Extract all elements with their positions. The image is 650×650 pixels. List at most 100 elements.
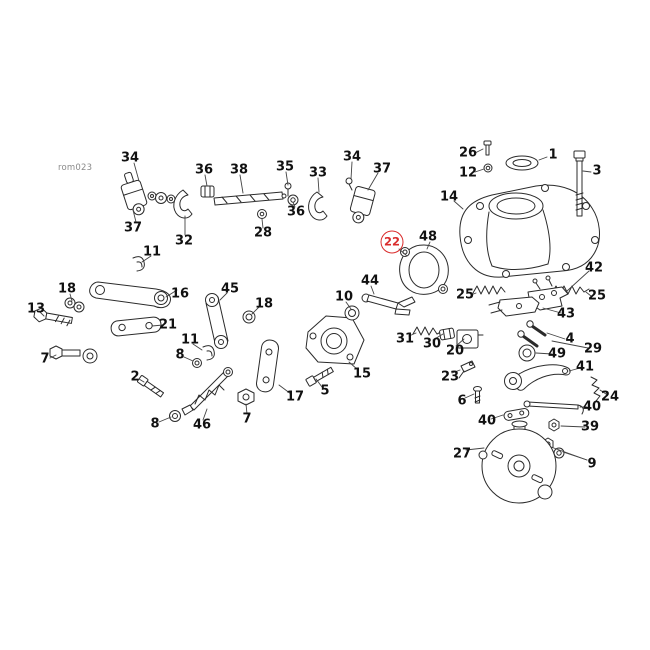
callout-12-12: 12 xyxy=(458,165,478,181)
callout-3-14: 3 xyxy=(592,163,602,179)
drawing-bearing-10 xyxy=(344,305,360,321)
callout-16-23: 16 xyxy=(170,286,190,302)
callout-15-38: 15 xyxy=(352,366,372,382)
drawing-spring-31 xyxy=(412,326,442,336)
callout-6-50: 6 xyxy=(457,393,467,409)
callout-7-31: 7 xyxy=(40,351,50,367)
callout-21-27: 21 xyxy=(158,317,178,333)
callout-27-55: 27 xyxy=(452,446,472,462)
callout-34-5: 34 xyxy=(342,149,362,165)
callout-17-36: 17 xyxy=(285,389,305,405)
callout-48-17: 48 xyxy=(418,229,438,245)
drawing-bolt-3 xyxy=(573,150,586,217)
drawing-bolt-7-left xyxy=(49,345,98,364)
callout-2-32: 2 xyxy=(130,369,140,385)
drawing-pointer-23 xyxy=(458,360,476,379)
callout-23-47: 23 xyxy=(440,369,460,385)
callout-11-29: 11 xyxy=(180,332,200,348)
drawing-washers-left xyxy=(147,191,176,204)
drawing-assembly-46 xyxy=(181,367,233,416)
callout-31-41: 31 xyxy=(395,331,415,347)
callout-24-49: 24 xyxy=(600,389,620,405)
drawing-block-20 xyxy=(456,329,484,349)
callout-20-43: 20 xyxy=(445,343,465,359)
drawing-pin-34-right xyxy=(345,177,353,191)
drawing-spring-25-left xyxy=(472,285,506,295)
callout-37-7: 37 xyxy=(123,220,143,236)
drawing-points-cam-27 xyxy=(478,420,557,504)
drawing-nut-39 xyxy=(548,418,560,432)
callout-33-4: 33 xyxy=(308,165,328,181)
drawing-lifter-right xyxy=(349,185,376,224)
drawing-link-45 xyxy=(205,293,229,349)
callout-42-18: 42 xyxy=(584,260,604,276)
drawing-nut-8-upper xyxy=(192,358,202,368)
callout-36-10: 36 xyxy=(286,204,306,220)
callout-18-25: 18 xyxy=(57,281,77,297)
callout-45-24: 45 xyxy=(220,281,240,297)
drawing-washer-12 xyxy=(483,163,493,173)
callout-10-39: 10 xyxy=(334,289,354,305)
drawing-rod-40-upper xyxy=(523,400,584,415)
drawing-guide-43 xyxy=(488,296,540,317)
drawing-bushing-36-left xyxy=(200,185,215,198)
drawing-clip-11-upper xyxy=(132,256,145,272)
callout-8-33: 8 xyxy=(150,416,160,432)
drawing-cam-cover-14 xyxy=(459,184,600,278)
drawing-clip-11-lower xyxy=(202,345,215,361)
drawing-shaft-38 xyxy=(213,191,287,206)
callout-22-16: 22 xyxy=(380,230,404,254)
drawing-screw-2 xyxy=(137,375,165,398)
callout-13-26: 13 xyxy=(26,301,46,317)
drawing-tappet-block-15 xyxy=(305,315,365,365)
callout-25-20: 25 xyxy=(587,288,607,304)
callout-40-52: 40 xyxy=(477,413,497,429)
leader-lines xyxy=(39,148,607,461)
callout-39-53: 39 xyxy=(580,419,600,435)
callout-29-45: 29 xyxy=(583,341,603,357)
callout-7-35: 7 xyxy=(242,411,252,427)
drawing-bushing-36-right xyxy=(287,194,299,206)
callout-8-30: 8 xyxy=(175,347,185,363)
callout-25-19: 25 xyxy=(455,287,475,303)
callout-38-2: 38 xyxy=(229,162,249,178)
drawing-plate-17 xyxy=(256,339,280,393)
drawing-washer-8-lower xyxy=(169,410,181,422)
drawing-shaft-44 xyxy=(361,293,416,316)
drawing-washers-18-left xyxy=(64,297,85,313)
drawing-breather-1 xyxy=(505,155,539,171)
drawing-bolt-5 xyxy=(305,366,334,387)
drawing-gasket-48 xyxy=(399,244,449,295)
callout-30-42: 30 xyxy=(422,336,442,352)
drawing-pawl-33 xyxy=(308,191,328,221)
drawing-bolt-13 xyxy=(33,307,73,327)
callout-49-46: 49 xyxy=(547,346,567,362)
callout-1-13: 1 xyxy=(548,147,558,163)
drawing-pawl-32 xyxy=(173,189,193,219)
callout-37-6: 37 xyxy=(372,161,392,177)
callout-26-11: 26 xyxy=(458,145,478,161)
callout-14-15: 14 xyxy=(439,189,459,205)
callout-11-22: 11 xyxy=(142,244,162,260)
callout-34-0: 34 xyxy=(120,150,140,166)
drawing-arm-16 xyxy=(89,281,171,309)
callout-32-8: 32 xyxy=(174,233,194,249)
callout-5-37: 5 xyxy=(320,383,330,399)
callout-43-21: 43 xyxy=(556,306,576,322)
drawing-roller-30 xyxy=(439,327,455,341)
drawing-plate-21 xyxy=(110,316,162,337)
drawing-lever-41 xyxy=(504,364,571,391)
callout-18-28: 18 xyxy=(254,296,274,312)
callout-44-40: 44 xyxy=(360,273,380,289)
callout-9-54: 9 xyxy=(587,456,597,472)
watermark-text: rom023 xyxy=(58,163,93,173)
drawing-washer-49 xyxy=(518,344,536,362)
drawing-nut-7-right xyxy=(237,388,255,406)
drawing-spring-24 xyxy=(590,376,601,402)
callout-40-51: 40 xyxy=(582,399,602,415)
callout-28-9: 28 xyxy=(253,225,273,241)
callout-4-44: 4 xyxy=(565,331,575,347)
drawing-screw-6 xyxy=(473,386,482,404)
